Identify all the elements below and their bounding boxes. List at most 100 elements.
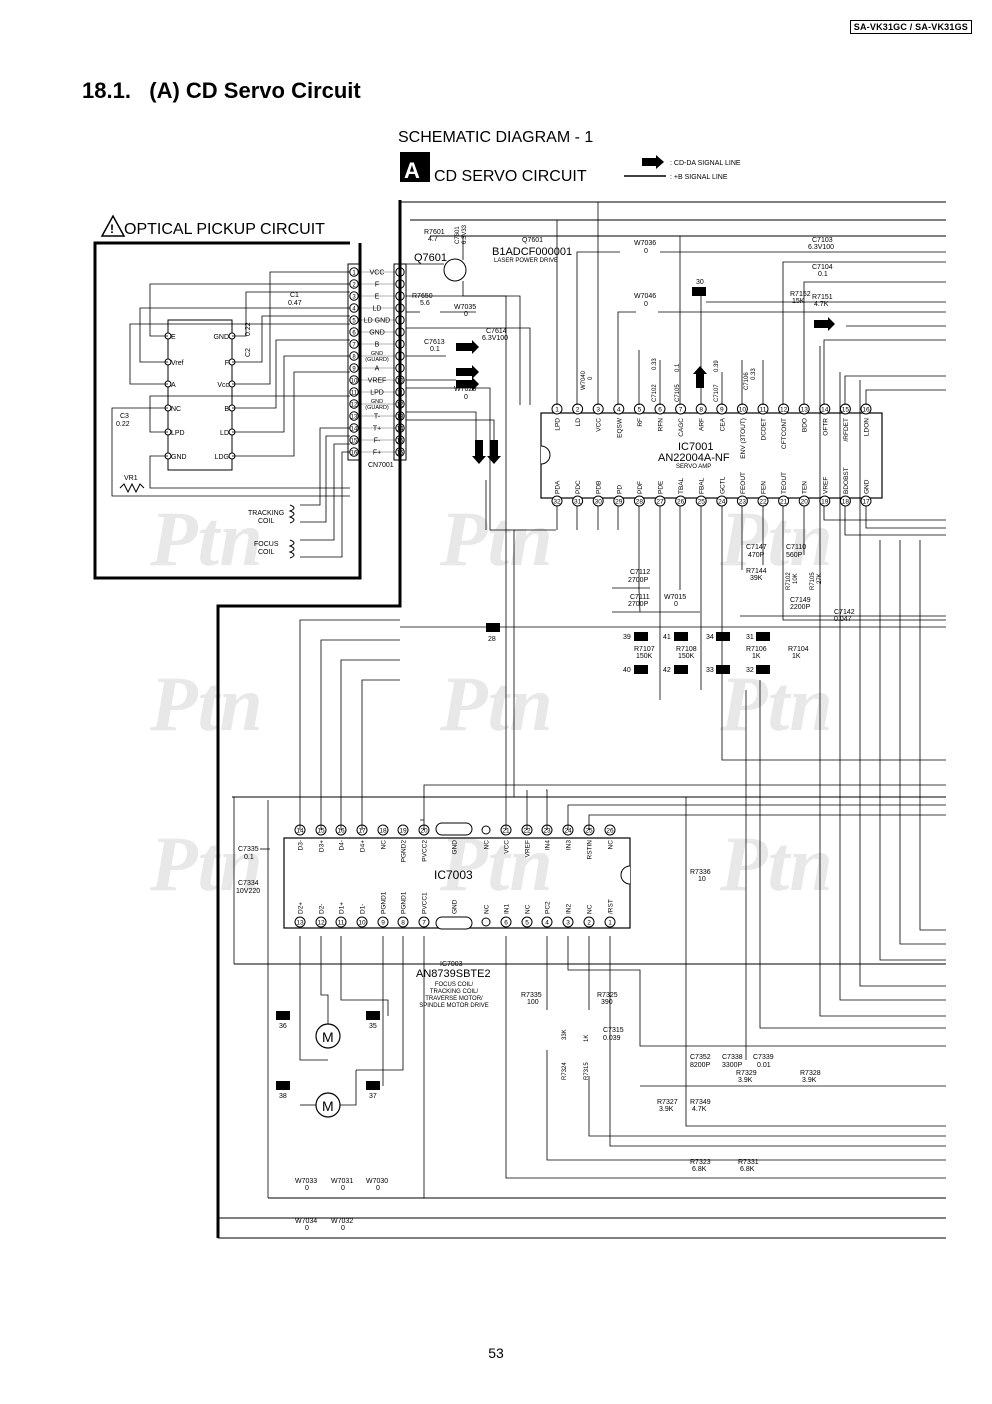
ic7003-pin-number: 3 xyxy=(566,920,570,927)
connector-pin-label: F- xyxy=(374,438,381,445)
ic7003-pin-number: 10 xyxy=(358,920,366,927)
section-title: 18.1. (A) CD Servo Circuit xyxy=(82,78,361,103)
c7111-value: 2700P xyxy=(628,601,649,608)
r7336-value: 10 xyxy=(698,876,706,883)
vr1-label: VR1 xyxy=(124,475,138,482)
r7324-value: 33K xyxy=(562,1029,568,1040)
connector-pin-number: 16 xyxy=(351,451,358,457)
watermark: Ptn xyxy=(439,660,553,747)
ic7003-pin-label: PVCC2 xyxy=(422,840,429,862)
ic7001-pin-number: 6 xyxy=(658,407,662,414)
connector-pin-number: 11 xyxy=(351,391,358,397)
tp40-box xyxy=(634,665,648,674)
w7030-label: W7030 xyxy=(366,1178,388,1185)
pickup-pin-label: Vref xyxy=(171,360,184,367)
c7103-value: 6.3V100 xyxy=(808,244,834,251)
ic7003-pin-number: 8 xyxy=(401,920,405,927)
r7105-label: R7105 xyxy=(810,572,816,590)
tp32-box xyxy=(756,665,770,674)
r7601-label: R7601 xyxy=(424,229,445,236)
ic7003-pin-label: D2- xyxy=(319,904,326,914)
ic7003-pin-number: 17 xyxy=(358,828,366,835)
tp40-label: 40 xyxy=(623,667,631,674)
r7106-value: 1K xyxy=(752,653,761,660)
ic7003-pin-number: 16 xyxy=(337,828,345,835)
ic7001-pin-label: PDE xyxy=(658,480,665,494)
ic7001-pin-label: TEOUT xyxy=(781,472,788,494)
ic7003-pin xyxy=(521,916,533,928)
ic7003-pin-number: 2 xyxy=(587,920,591,927)
w7015-label: W7015 xyxy=(664,594,686,601)
r7107-value: 150K xyxy=(636,653,653,660)
ic7001-pin-number: 9 xyxy=(720,407,724,414)
ic7003-pin-number: 4 xyxy=(545,920,549,927)
ic7003-pin-label: PGND2 xyxy=(401,840,408,863)
motor-label: M xyxy=(322,1098,334,1114)
ic7001-name: IC7001 xyxy=(678,441,713,453)
r7329-value: 3.9K xyxy=(738,1077,753,1084)
watermark: Ptn xyxy=(149,660,263,747)
w7040-label: W7040 xyxy=(581,370,587,390)
ic7001-pin-label: LPD xyxy=(555,418,562,431)
c7601-value: 6.3V33 xyxy=(462,224,468,244)
ic7001-pin-label: PDA xyxy=(555,480,562,494)
r7323-label: R7323 xyxy=(690,1159,711,1166)
signal-arrow-icon xyxy=(487,440,501,464)
c7105-value: 0.1 xyxy=(675,363,681,372)
w7030-value: 0 xyxy=(376,1185,380,1192)
tp39-label: 39 xyxy=(623,634,631,641)
connector-pin-label: GND(GUARD) xyxy=(365,351,389,363)
ic7003: 1413D3-D2+1512D3+D2-1611D4-D1+1710D4+D1-… xyxy=(283,822,631,1009)
c7352-label: C7352 xyxy=(690,1054,711,1061)
ic7003-notch xyxy=(620,865,631,885)
r7349-value: 4.7K xyxy=(692,1106,707,1113)
tp41-box xyxy=(674,632,688,641)
ic7001-pin-label: FBAL xyxy=(699,477,706,494)
ic7003-pin-label: NC xyxy=(381,840,388,850)
connector-pin-label: E xyxy=(375,294,380,301)
tp28-box xyxy=(486,623,500,632)
pickup-pin-label: NC xyxy=(171,406,181,413)
ic7003-pin xyxy=(541,916,553,928)
ic7001-pin-number: 29 xyxy=(615,499,623,506)
ic7001-pin-number: 21 xyxy=(780,499,788,506)
tp38-label: 38 xyxy=(279,1093,287,1100)
q7601-part: B1ADCF000001 xyxy=(492,246,572,258)
r7104-value: 1K xyxy=(792,653,801,660)
ic7001-pin-number: 8 xyxy=(699,407,703,414)
page-number: 53 xyxy=(488,1345,504,1361)
ic7001-pin-number: 17 xyxy=(862,499,870,506)
signal-arrow-icon xyxy=(693,366,707,388)
ic7003-gnd-tab xyxy=(435,916,473,930)
r7327-label: R7327 xyxy=(657,1099,678,1106)
ic7001-part: AN22004A-NF xyxy=(658,452,730,464)
watermark: Ptn xyxy=(149,820,263,907)
ic7001-pin-number: 20 xyxy=(801,499,809,506)
watermark: Ptn xyxy=(719,660,833,747)
connector-pin-number: 4 xyxy=(352,307,356,313)
ic7001-pin-number: 15 xyxy=(842,407,850,414)
signal-arrow-icon xyxy=(456,365,479,379)
tp37-box xyxy=(366,1081,380,1090)
tp35-box xyxy=(366,1011,380,1020)
ic7003-pin-number: 12 xyxy=(317,920,325,927)
ic7003-pin-label: GND xyxy=(452,899,459,914)
w7032-value: 0 xyxy=(341,1225,345,1232)
ic7003-pin xyxy=(604,916,616,928)
c7147-value: 470P xyxy=(748,552,765,559)
c7335-value: 0.1 xyxy=(244,854,254,861)
ic7003-pin-label: NC xyxy=(608,840,615,850)
r7144-value: 39K xyxy=(750,575,763,582)
legend: : CD-DA SIGNAL LINE : +B SIGNAL LINE xyxy=(624,155,741,181)
ic7003-pin xyxy=(583,916,595,928)
ic7001-pin-label: VCC xyxy=(596,418,603,432)
ic7001-pin-label: PDF xyxy=(637,481,644,494)
ic7001-pin-label: FEN xyxy=(761,481,768,494)
r7315-label: R7315 xyxy=(584,1062,590,1080)
r7315-value: 1K xyxy=(584,1035,590,1042)
ic7003-pin-label: D1+ xyxy=(339,902,346,914)
ic7003-pin-label: VREF xyxy=(525,840,532,857)
connector-pin-label: F+ xyxy=(373,450,381,457)
